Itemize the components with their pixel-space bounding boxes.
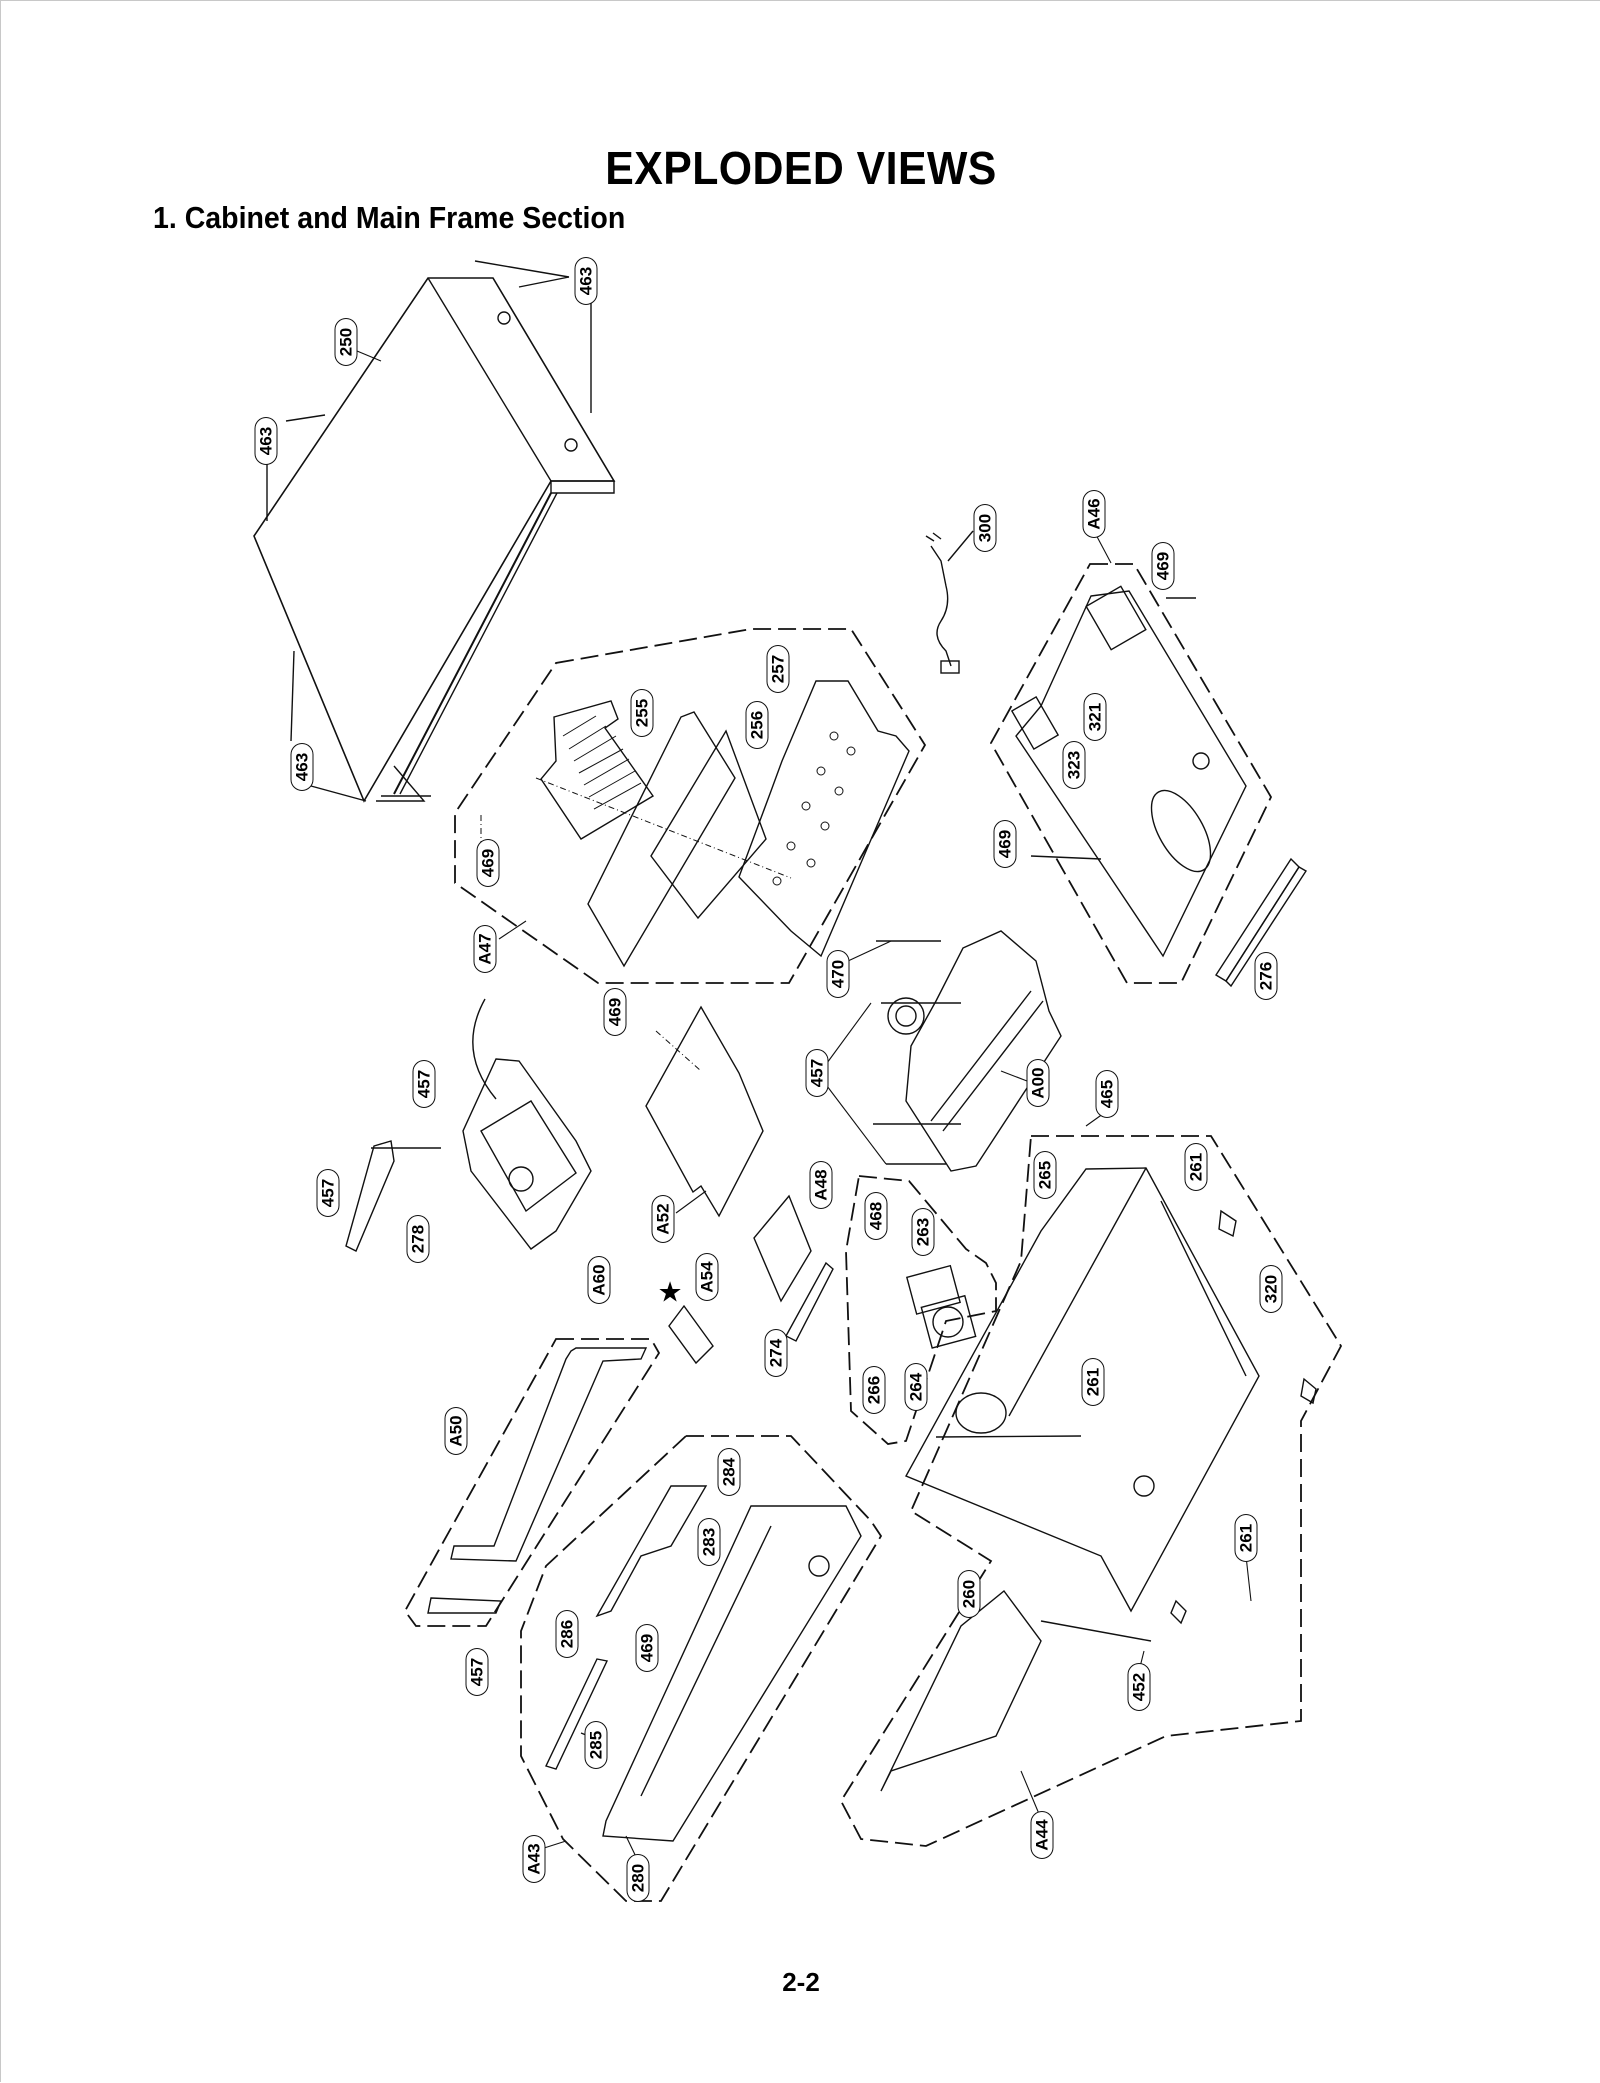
a60-loader-part xyxy=(345,998,592,1252)
a46-group-outline xyxy=(989,563,1307,988)
callout-470: 470 xyxy=(826,950,850,998)
a48-board-part xyxy=(668,1194,834,1365)
callout-261: 261 xyxy=(1081,1358,1105,1406)
callout-278: 278 xyxy=(406,1215,430,1263)
callout-300: 300 xyxy=(973,504,997,552)
callout-260: 260 xyxy=(957,1570,981,1618)
section-heading: 1. Cabinet and Main Frame Section xyxy=(153,200,626,235)
callout-320: 320 xyxy=(1259,1265,1283,1313)
callout-a52: A52 xyxy=(651,1195,675,1243)
page-number: 2-2 xyxy=(782,1967,820,1997)
callout-274: 274 xyxy=(764,1329,788,1377)
callout-a43: A43 xyxy=(522,1835,546,1883)
callout-465: 465 xyxy=(1095,1070,1119,1118)
callout-457: 457 xyxy=(805,1049,829,1097)
a50-group-outline xyxy=(403,1338,661,1627)
callout-457: 457 xyxy=(412,1060,436,1108)
callout-257: 257 xyxy=(766,645,790,693)
callout-256: 256 xyxy=(745,701,769,749)
callout-264: 264 xyxy=(904,1363,928,1411)
callout-469: 469 xyxy=(603,988,627,1036)
a43-group-outline xyxy=(520,1435,883,1902)
callout-a48: A48 xyxy=(809,1161,833,1209)
callout-321: 321 xyxy=(1083,693,1107,741)
callout-463: 463 xyxy=(290,743,314,791)
fan-group-outline xyxy=(845,1175,997,1445)
a52-board-part xyxy=(645,1005,764,1218)
callout-265: 265 xyxy=(1033,1151,1057,1199)
callout-285: 285 xyxy=(584,1721,608,1769)
a47-group-outline xyxy=(454,628,927,984)
a00-mechanism-part xyxy=(873,930,1062,1172)
callout-a54: A54 xyxy=(695,1253,719,1301)
callout-250: 250 xyxy=(334,318,358,366)
callout-261: 261 xyxy=(1234,1514,1258,1562)
callout-323: 323 xyxy=(1062,741,1086,789)
callout-leader-lines xyxy=(356,350,1252,1862)
callout-255: 255 xyxy=(630,689,654,737)
callout-a47: A47 xyxy=(473,925,497,973)
callout-469: 469 xyxy=(476,839,500,887)
page-title: EXPLODED VIEWS xyxy=(605,142,997,194)
callout-469: 469 xyxy=(993,820,1017,868)
callout-469: 469 xyxy=(635,1624,659,1672)
callout-a50: A50 xyxy=(444,1407,468,1455)
cabinet-cover-part xyxy=(253,260,616,803)
callout-452: 452 xyxy=(1127,1663,1151,1711)
callout-276: 276 xyxy=(1254,952,1278,1000)
callout-a46: A46 xyxy=(1082,490,1106,538)
callout-457: 457 xyxy=(465,1648,489,1696)
callout-280: 280 xyxy=(626,1854,650,1902)
callout-a44: A44 xyxy=(1030,1811,1054,1859)
callout-463: 463 xyxy=(254,417,278,465)
callout-468: 468 xyxy=(864,1192,888,1240)
power-cord-part xyxy=(925,530,974,674)
callout-457: 457 xyxy=(316,1169,340,1217)
callout-469: 469 xyxy=(1151,542,1175,590)
callout-a60: A60 xyxy=(587,1256,611,1304)
a44-chassis-outline xyxy=(839,1135,1343,1847)
star-marker-icon: ★ xyxy=(657,1276,683,1308)
callout-261: 261 xyxy=(1184,1143,1208,1191)
callout-283: 283 xyxy=(697,1518,721,1566)
callout-266: 266 xyxy=(862,1366,886,1414)
callout-284: 284 xyxy=(717,1448,741,1496)
callout-263: 263 xyxy=(911,1208,935,1256)
callout-a00: A00 xyxy=(1026,1059,1050,1107)
callout-463: 463 xyxy=(574,257,598,305)
callout-286: 286 xyxy=(555,1610,579,1658)
